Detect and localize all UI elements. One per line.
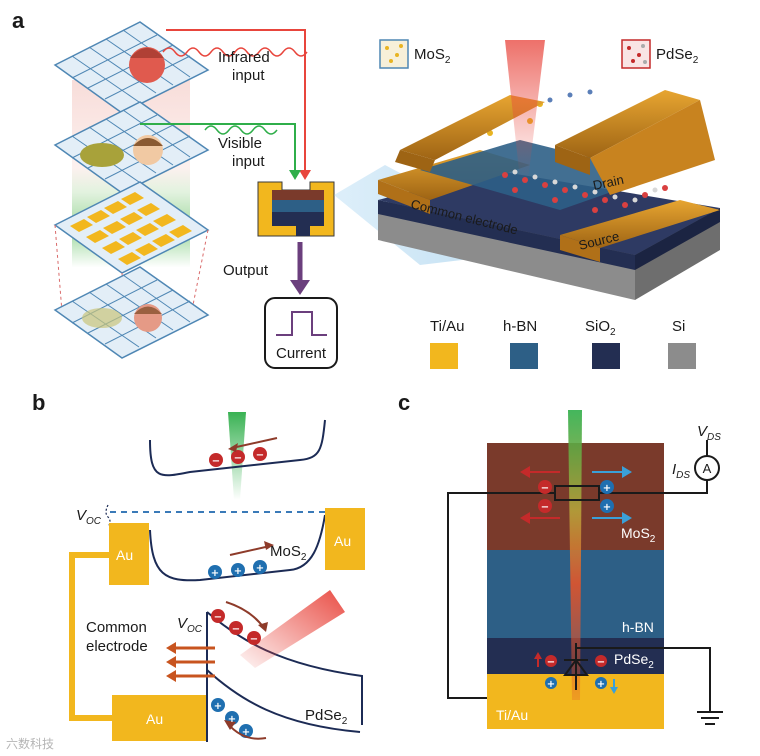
pdse2-label-b: PdSe2 [305,707,348,727]
svg-text:−: − [232,624,240,635]
material-legend: Ti/Au h-BN SiO2 Si [430,318,696,369]
voc-label-b: VOC [76,507,102,527]
legend-si-swatch [668,343,696,369]
ids-label: IDS [672,461,690,481]
cross-section [447,410,723,729]
hbn-label-c: h-BN [622,619,654,635]
pdse2-tag-label: PdSe2 [656,46,699,66]
device-icon [257,181,335,237]
legend-tiau-swatch [430,343,458,369]
svg-text:+: + [597,679,605,690]
legend-sio2-label: SiO2 [585,318,616,338]
current-output-box [264,297,338,369]
infrared-pixel-layer [53,21,210,114]
mos2-label-c: MoS2 [621,525,656,545]
common-electrode-label-1: Common [86,619,147,636]
output-label: Output [223,262,269,279]
mos2-tag-label: MoS2 [414,46,451,66]
pixel-stack [53,21,210,359]
au-right-label: Au [334,533,351,549]
panel-b-label: b [32,390,45,415]
pdse2-label-c: PdSe2 [614,651,654,671]
svg-text:−: − [541,483,549,494]
svg-text:+: + [234,566,242,577]
pdse2-tag: PdSe2 [621,39,699,69]
vds-label: VDS [697,423,721,443]
ammeter-icon: A [703,461,712,476]
current-label: Current [276,345,327,362]
output-arrow [290,242,310,295]
svg-text:−: − [212,456,220,467]
legend-sio2-swatch [592,343,620,369]
svg-text:−: − [250,634,258,645]
svg-text:+: + [603,483,611,494]
svg-text:+: + [242,727,250,738]
svg-text:−: − [256,450,264,461]
device-render [334,40,720,300]
svg-text:+: + [214,701,222,712]
mos2-tag: MoS2 [379,39,451,69]
svg-text:−: − [541,502,549,513]
legend-hbn-label: h-BN [503,318,537,335]
au-left-label: Au [116,547,133,563]
svg-text:+: + [228,714,236,725]
legend-hbn-swatch [510,343,538,369]
visible-input-path [140,123,301,180]
infrared-input-label-2: input [232,67,265,84]
watermark: 六数科技 [6,736,54,751]
legend-tiau-label: Ti/Au [430,318,464,335]
svg-text:−: − [547,657,555,668]
svg-text:+: + [603,502,611,513]
voc-label-b2: VOC [177,615,203,635]
svg-text:−: − [234,453,242,464]
panel-a-label: a [12,8,25,33]
legend-si-label: Si [672,318,685,335]
carrier-signs-c: − − + + − − + + [541,483,611,690]
svg-text:+: + [256,563,264,574]
au-bottom-label: Au [146,711,163,727]
tiau-label-c: Ti/Au [496,707,528,723]
band-diagram [69,412,365,742]
panel-c-label: c [398,390,410,415]
photodetector-array-layer [53,181,210,274]
fused-image-layer [53,266,210,359]
drain-label: Drain [592,172,626,193]
carrier-signs-b: −−− +++ −−− +++ [211,450,264,738]
infrared-input-path [162,29,311,180]
mos2-label-b: MoS2 [270,543,307,563]
visible-input-label-2: input [232,153,265,170]
svg-text:−: − [214,612,222,623]
visible-input-label-1: Visible [218,135,262,152]
svg-text:+: + [547,679,555,690]
infrared-input-label-1: Infrared [218,49,270,66]
svg-text:−: − [597,657,605,668]
common-electrode-label-2: electrode [86,638,148,655]
svg-text:+: + [211,568,219,579]
